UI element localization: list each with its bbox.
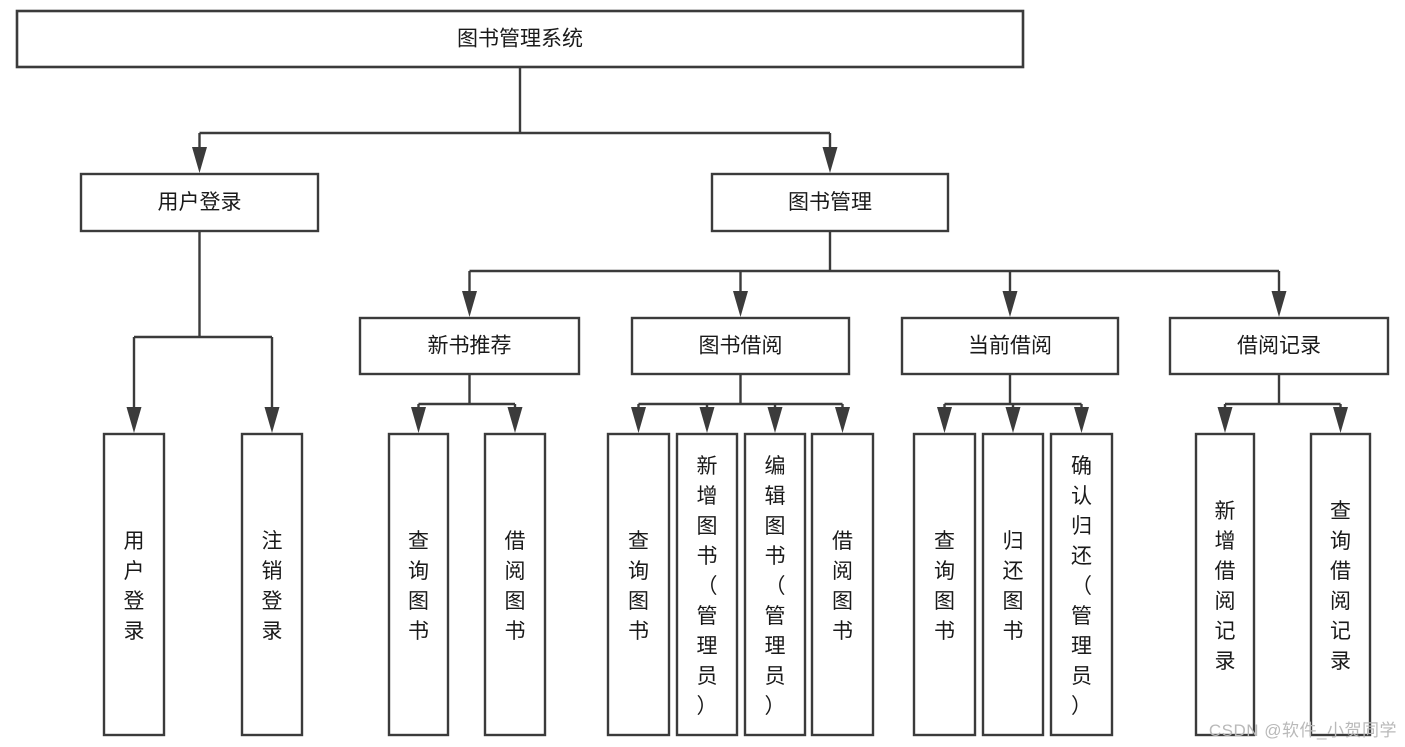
node-label-leaf-add-borrow-record: 新增借阅记录	[1215, 500, 1236, 673]
node-box-current-borrow	[900, 316, 1120, 376]
arrow-head-leaf-user-login	[126, 407, 142, 433]
node-current-borrow[interactable]: 当前借阅	[900, 316, 1120, 376]
node-user-login[interactable]: 用户登录	[79, 172, 320, 233]
node-label-leaf-confirm-return-admin: 确认归还（管理员）	[1071, 455, 1092, 718]
node-box-leaf-user-login	[102, 432, 166, 737]
node-root[interactable]: 图书管理系统	[15, 9, 1025, 69]
node-label-leaf-logout: 注销登录	[262, 530, 283, 643]
connector-borrow-to-leaves	[631, 374, 850, 433]
node-label-current-borrow: 当前借阅	[968, 335, 1052, 358]
node-leaf-add-borrow-record[interactable]: 新增借阅记录	[1194, 432, 1256, 737]
arrow-head-leaf-logout	[264, 407, 280, 433]
arrow-head-leaf-query-book-recommend	[411, 407, 426, 433]
node-label-user-login: 用户登录	[158, 191, 242, 214]
node-label-leaf-query-borrow-record: 查询借阅记录	[1330, 500, 1351, 673]
connector-layer	[126, 67, 1348, 433]
node-book-borrow[interactable]: 图书借阅	[630, 316, 851, 376]
node-borrow-record[interactable]: 借阅记录	[1168, 316, 1390, 376]
node-box-borrow-record	[1168, 316, 1390, 376]
node-book-manage[interactable]: 图书管理	[710, 172, 950, 233]
node-box-leaf-return-book	[981, 432, 1045, 737]
connector-record-to-leaves	[1217, 374, 1348, 433]
arrow-head-current-borrow	[1002, 291, 1018, 317]
watermark-label: CSDN @软件_小贺同学	[1208, 721, 1397, 740]
node-leaf-add-book-admin[interactable]: 新增图书（管理员）	[675, 432, 739, 737]
connector-root-to-level1	[192, 67, 838, 173]
node-box-leaf-confirm-return-admin	[1049, 432, 1114, 737]
arrow-head-new-book-recommend	[462, 291, 477, 317]
node-box-leaf-query-borrow-record	[1309, 432, 1372, 737]
node-box-leaf-add-borrow-record	[1194, 432, 1256, 737]
node-leaf-logout[interactable]: 注销登录	[240, 432, 304, 737]
arrow-head-leaf-add-borrow-record	[1217, 407, 1233, 433]
node-label-leaf-user-login: 用户登录	[124, 530, 145, 643]
node-box-leaf-query-book-borrow	[606, 432, 671, 737]
node-leaf-return-book[interactable]: 归还图书	[981, 432, 1045, 737]
connector-userlogin-to-leaves	[126, 231, 280, 433]
node-box-leaf-borrow-book	[810, 432, 875, 737]
node-leaf-confirm-return-admin[interactable]: 确认归还（管理员）	[1049, 432, 1114, 737]
node-label-leaf-borrow-book: 借阅图书	[832, 530, 853, 643]
node-box-book-manage	[710, 172, 950, 233]
arrow-head-leaf-return-book	[1005, 407, 1021, 433]
node-leaf-borrow-book[interactable]: 借阅图书	[810, 432, 875, 737]
connector-current-to-leaves	[937, 374, 1089, 433]
node-box-new-book-recommend	[358, 316, 581, 376]
node-box-root	[15, 9, 1025, 69]
node-label-borrow-record: 借阅记录	[1237, 335, 1321, 358]
arrow-head-leaf-borrow-book-recommend	[507, 407, 523, 433]
node-label-leaf-query-book-current: 查询图书	[934, 530, 955, 643]
arrow-head-leaf-query-book-borrow	[631, 407, 646, 433]
node-leaf-borrow-book-recommend[interactable]: 借阅图书	[483, 432, 547, 737]
node-label-root: 图书管理系统	[457, 28, 583, 51]
node-label-new-book-recommend: 新书推荐	[428, 335, 512, 358]
arrow-head-book-manage	[822, 147, 838, 173]
node-box-leaf-borrow-book-recommend	[483, 432, 547, 737]
arrow-head-leaf-edit-book-admin	[767, 407, 783, 433]
arrow-head-leaf-query-book-current	[937, 407, 952, 433]
node-leaf-user-login[interactable]: 用户登录	[102, 432, 166, 737]
connector-recommend-to-leaves	[411, 374, 523, 433]
node-label-leaf-query-book-recommend: 查询图书	[408, 530, 429, 643]
connector-bookmanage-to-level2	[462, 231, 1287, 317]
arrow-head-borrow-record	[1271, 291, 1287, 317]
node-leaf-query-book-current[interactable]: 查询图书	[912, 432, 977, 737]
node-box-leaf-logout	[240, 432, 304, 737]
node-label-book-borrow: 图书借阅	[699, 335, 783, 358]
arrow-head-leaf-borrow-book	[835, 407, 850, 433]
node-leaf-query-book-recommend[interactable]: 查询图书	[387, 432, 450, 737]
arrow-head-user-login	[192, 147, 207, 173]
node-leaf-query-borrow-record[interactable]: 查询借阅记录	[1309, 432, 1372, 737]
node-label-leaf-query-book-borrow: 查询图书	[628, 530, 649, 643]
arrow-head-book-borrow	[733, 291, 748, 317]
node-box-leaf-query-book-current	[912, 432, 977, 737]
node-box-user-login	[79, 172, 320, 233]
node-box-leaf-query-book-recommend	[387, 432, 450, 737]
node-label-leaf-return-book: 归还图书	[1003, 530, 1024, 643]
node-label-leaf-edit-book-admin: 编辑图书（管理员）	[765, 455, 786, 718]
node-box-leaf-add-book-admin	[675, 432, 739, 737]
node-new-book-recommend[interactable]: 新书推荐	[358, 316, 581, 376]
arrow-head-leaf-confirm-return-admin	[1074, 407, 1089, 433]
node-label-book-manage: 图书管理	[788, 191, 872, 214]
node-layer: 图书管理系统用户登录图书管理新书推荐图书借阅当前借阅借阅记录用户登录注销登录查询…	[15, 9, 1390, 737]
node-label-leaf-borrow-book-recommend: 借阅图书	[505, 530, 526, 643]
node-box-leaf-edit-book-admin	[743, 432, 807, 737]
arrow-head-leaf-query-borrow-record	[1333, 407, 1348, 433]
arrow-head-leaf-add-book-admin	[699, 407, 715, 433]
node-box-book-borrow	[630, 316, 851, 376]
node-leaf-edit-book-admin[interactable]: 编辑图书（管理员）	[743, 432, 807, 737]
node-leaf-query-book-borrow[interactable]: 查询图书	[606, 432, 671, 737]
node-label-leaf-add-book-admin: 新增图书（管理员）	[697, 455, 718, 718]
